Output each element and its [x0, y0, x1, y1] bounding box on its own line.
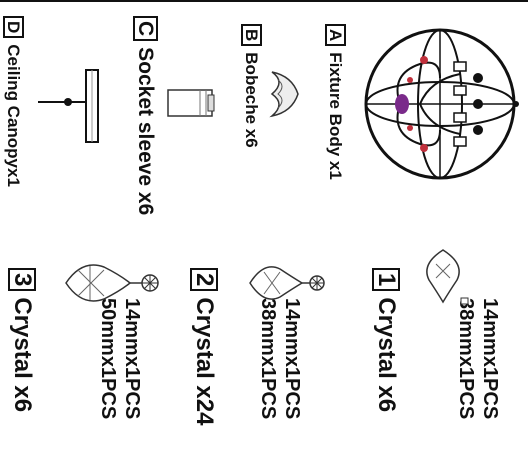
- part-d-badge: D: [3, 16, 24, 39]
- fixture-body-illustration: [364, 28, 519, 180]
- crystal-2-badge: 2: [190, 268, 218, 292]
- crystal-1-size-1: 14mmx1PCS: [479, 298, 501, 420]
- bead-drops: [473, 73, 483, 135]
- crystal-2-size-1: 14mmx1PCS: [281, 298, 303, 420]
- part-c-badge: C: [133, 16, 158, 42]
- part-d-label: D Ceiling Canopyx1: [3, 16, 24, 187]
- crystal-1-title: 1Crystal x6: [372, 268, 400, 412]
- crystal-2-icon: [249, 266, 325, 300]
- crystal-3-size-2: 50mmx1PCS: [97, 298, 119, 420]
- part-a-label: A Fixture Body x1: [325, 24, 346, 180]
- crystal-1-size-2: 38mmx1PCS: [455, 298, 477, 420]
- part-a-name: Fixture Body x1: [326, 52, 345, 180]
- part-a-badge: A: [325, 24, 346, 47]
- part-b-label: B Bobeche x6: [241, 24, 262, 148]
- part-b-name: Bobeche x6: [242, 52, 261, 148]
- crystal-3-size-1: 14mmx1PCS: [121, 298, 143, 420]
- crystal-1-badge: 1: [372, 268, 400, 292]
- ceiling-canopy-icon: [38, 69, 99, 143]
- socket-sleeve-icon: [167, 89, 215, 117]
- arms: [396, 61, 461, 147]
- crystal-3-badge: 3: [8, 268, 36, 292]
- candle-cups: [453, 61, 467, 147]
- crystal-3-title: 3Crystal x6: [8, 268, 36, 412]
- top-border: [0, 0, 528, 2]
- crystal-2-size-2: 38mmx1PCS: [257, 298, 279, 420]
- part-c-label: C Socket sleeve x6: [133, 16, 158, 215]
- bobeche-icon: [269, 71, 299, 118]
- crystal-2-title: 2Crystal x24: [190, 268, 218, 425]
- red-accents: [407, 56, 428, 152]
- center-bead: [395, 94, 409, 114]
- part-d-name: Ceiling Canopyx1: [4, 44, 23, 187]
- crystal-3-icon: [65, 264, 159, 302]
- part-b-badge: B: [241, 24, 262, 47]
- part-c-name: Socket sleeve x6: [134, 47, 157, 216]
- crystal-1-icon: [426, 249, 469, 305]
